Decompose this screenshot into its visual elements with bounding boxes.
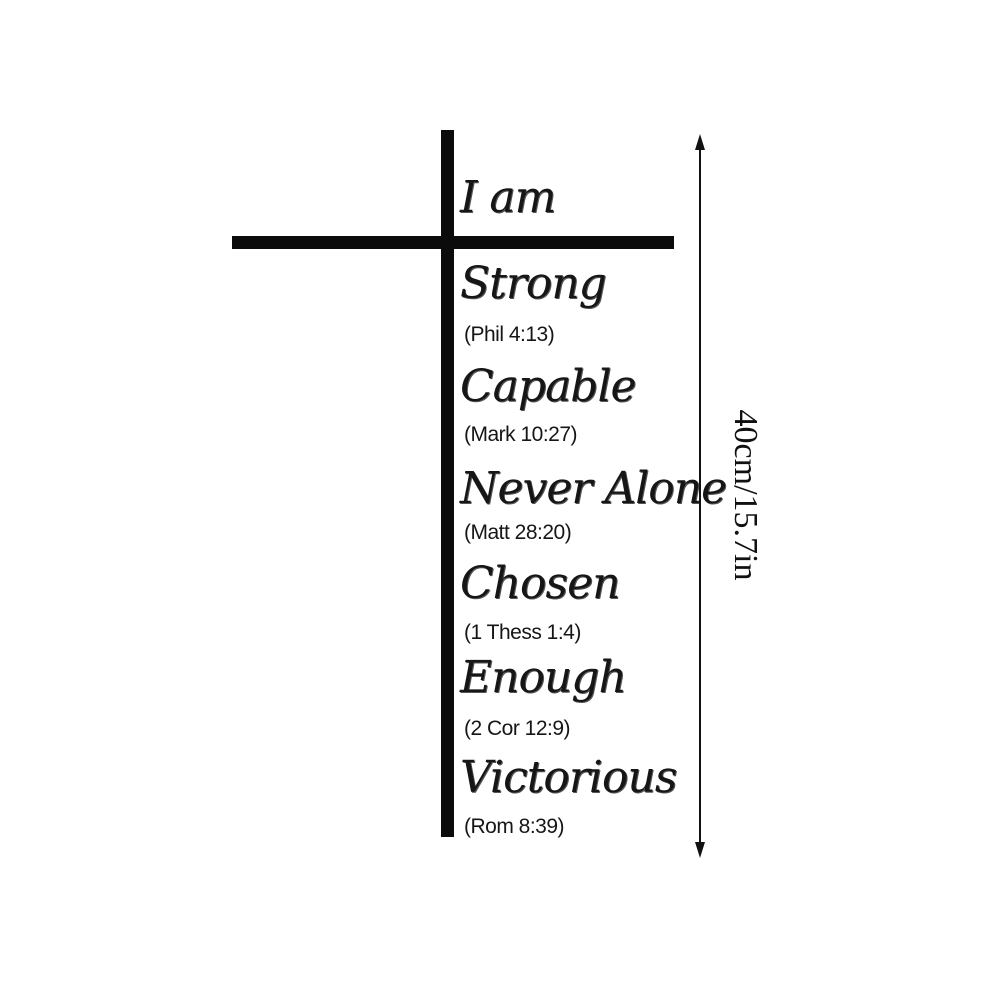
word-victorious: Victorious: [460, 752, 677, 803]
dimension-arrow-up-icon: [695, 134, 705, 150]
word-enough: Enough: [460, 652, 627, 703]
ref-chosen: (1 Thess 1:4): [464, 621, 581, 644]
dimension-arrow-down-icon: [695, 842, 705, 858]
cross-horizontal-bar: [232, 236, 674, 249]
dimension-label: 40cm/15.7in: [727, 409, 764, 581]
ref-victorious: (Rom 8:39): [464, 815, 565, 838]
ref-never-alone: (Matt 28:20): [464, 521, 572, 544]
ref-strong: (Phil 4:13): [464, 323, 555, 346]
ref-enough: (2 Cor 12:9): [464, 717, 571, 740]
dimension-line: [699, 140, 701, 852]
word-capable: Capable: [460, 361, 637, 412]
intro-text: I am: [460, 172, 556, 223]
word-chosen: Chosen: [460, 558, 620, 609]
cross-vertical-bar: [441, 130, 454, 837]
word-strong: Strong: [460, 258, 607, 309]
ref-capable: (Mark 10:27): [464, 423, 578, 446]
word-never-alone: Never Alone: [460, 463, 727, 514]
